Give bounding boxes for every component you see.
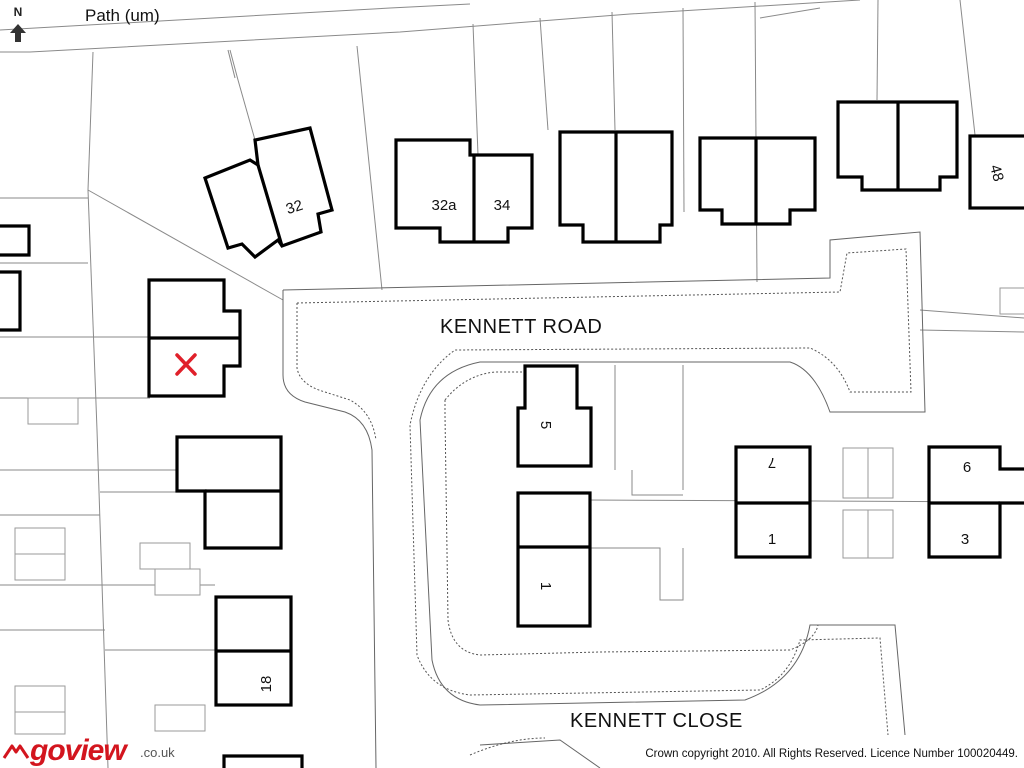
- building-32[interactable]: [203, 126, 334, 260]
- outbuildings: [14, 287, 1024, 735]
- road-footpath: [296, 248, 912, 756]
- road-label-kennett-close: KENNETT CLOSE: [570, 710, 743, 732]
- building-semi-3[interactable]: [836, 100, 959, 192]
- site-marker-icon[interactable]: [175, 353, 197, 376]
- road-label-kennett-road: KENNETT ROAD: [440, 316, 602, 338]
- road-edges: [282, 231, 926, 768]
- path-label: Path (um): [85, 6, 160, 25]
- building-18[interactable]: [214, 595, 293, 707]
- building-7-1[interactable]: [734, 445, 812, 559]
- building-left-edge[interactable]: [0, 224, 31, 332]
- copyright-notice: Crown copyright 2010. All Rights Reserve…: [645, 748, 1018, 760]
- path-footway: [0, 0, 861, 53]
- building-6-3[interactable]: [927, 445, 1024, 559]
- north-label: N: [13, 5, 23, 19]
- building-48[interactable]: [968, 134, 1024, 210]
- north-arrow-icon: [10, 24, 26, 42]
- house-number-32a: 32a: [431, 197, 457, 214]
- brand-tld: .co.uk: [140, 745, 175, 760]
- house-number-5: 5: [537, 421, 554, 429]
- brand-logo-icon: [2, 744, 30, 759]
- brand-logo[interactable]: goview .co.uk: [0, 734, 200, 768]
- building-32a-34[interactable]: [394, 138, 534, 244]
- building-marked-plot[interactable]: [147, 278, 242, 398]
- house-number-labels: 32 32a 34 48 5 1 7 1 6 3 18: [258, 163, 1007, 692]
- house-number-48: 48: [986, 163, 1007, 184]
- house-number-34: 34: [494, 197, 511, 214]
- building-5[interactable]: [516, 364, 593, 468]
- building-semi-1[interactable]: [558, 130, 674, 244]
- house-number-18: 18: [258, 676, 275, 693]
- building-bottom-left[interactable]: [222, 754, 304, 768]
- house-number-3: 3: [961, 531, 969, 548]
- house-number-1: 1: [768, 531, 776, 548]
- building-1-close[interactable]: [516, 491, 592, 628]
- north-indicator: N: [6, 6, 30, 18]
- building-left-mid[interactable]: [175, 435, 283, 550]
- house-number-32: 32: [284, 197, 305, 218]
- brand-name: goview: [30, 734, 127, 767]
- house-number-1-close: 1: [537, 582, 554, 590]
- building-semi-2[interactable]: [698, 136, 817, 226]
- house-number-6: 6: [963, 459, 971, 476]
- house-number-7: 7: [768, 454, 776, 471]
